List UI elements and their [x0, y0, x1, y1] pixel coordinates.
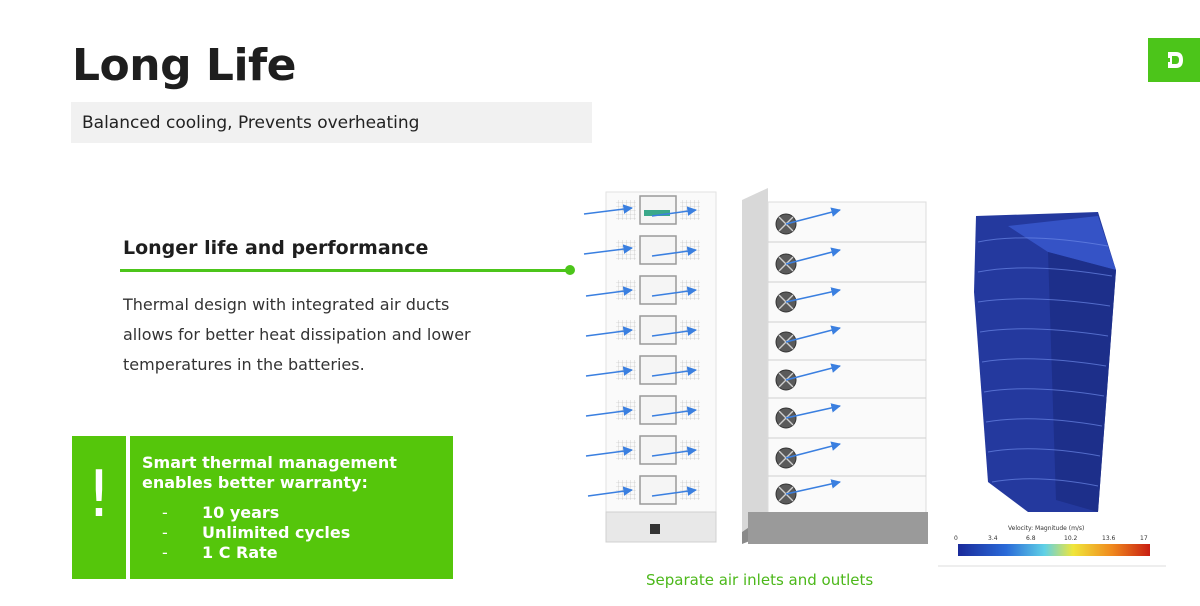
colorbar-tick: 13.6: [1102, 535, 1116, 542]
subtitle-bar: Balanced cooling, Prevents overheating: [71, 102, 592, 143]
callout-divider: [126, 436, 130, 579]
list-item: - 1 C Rate: [162, 543, 350, 563]
d-logo-icon: [1165, 52, 1183, 68]
stack-base: [605, 511, 717, 543]
front-battery-stack: [583, 191, 717, 543]
callout-title: Smart thermal management enables better …: [142, 453, 397, 492]
airflow-arrows-outlet: [785, 207, 841, 495]
list-dash: -: [162, 543, 168, 562]
side-battery-cabinet: [742, 188, 928, 544]
colorbar-title: Velocity: Magnitude (m/s): [1008, 525, 1084, 532]
list-dash: -: [162, 523, 168, 542]
colorbar-tick: 3.4: [988, 535, 998, 542]
battery-module: [616, 235, 700, 265]
colorbar-tick: 6.8: [1026, 535, 1036, 542]
brand-logo: [1148, 38, 1200, 82]
figure-caption: Separate air inlets and outlets: [646, 571, 874, 589]
section-body: Thermal design with integrated air ducts…: [123, 295, 471, 374]
list-dash: -: [162, 503, 168, 522]
cabinet-base: [748, 512, 928, 544]
list-item: - Unlimited cycles: [162, 523, 350, 543]
base-port: [650, 524, 660, 534]
colorbar-tick: 17: [1140, 535, 1148, 542]
colorbar-tick: 10.2: [1064, 535, 1078, 542]
heading-underline: [120, 269, 570, 272]
colorbar: [958, 544, 1150, 556]
list-item-text: 1 C Rate: [202, 543, 278, 562]
airflow-arrows-inlet: [583, 204, 697, 497]
section-heading: Longer life and performance: [123, 237, 429, 259]
list-item-text: 10 years: [202, 503, 280, 522]
list-item-text: Unlimited cycles: [202, 523, 351, 542]
colorbar-tick: 0: [954, 535, 958, 542]
list-item: - 10 years: [162, 503, 350, 523]
page-title: Long Life: [72, 40, 297, 91]
battery-module: [616, 195, 700, 225]
warranty-list: - 10 years - Unlimited cycles - 1 C Rate: [162, 503, 350, 563]
page-subtitle: Balanced cooling, Prevents overheating: [82, 113, 420, 133]
heading-connector-dot: [565, 265, 575, 275]
thermal-illustration: Velocity: Magnitude (m/s) 0 3.4 6.8 10.2…: [583, 188, 1166, 567]
airflow-simulation: Velocity: Magnitude (m/s) 0 3.4 6.8 10.2…: [938, 212, 1166, 567]
exclamation-icon: !: [86, 458, 112, 532]
warranty-callout: ! Smart thermal management enables bette…: [72, 436, 453, 579]
